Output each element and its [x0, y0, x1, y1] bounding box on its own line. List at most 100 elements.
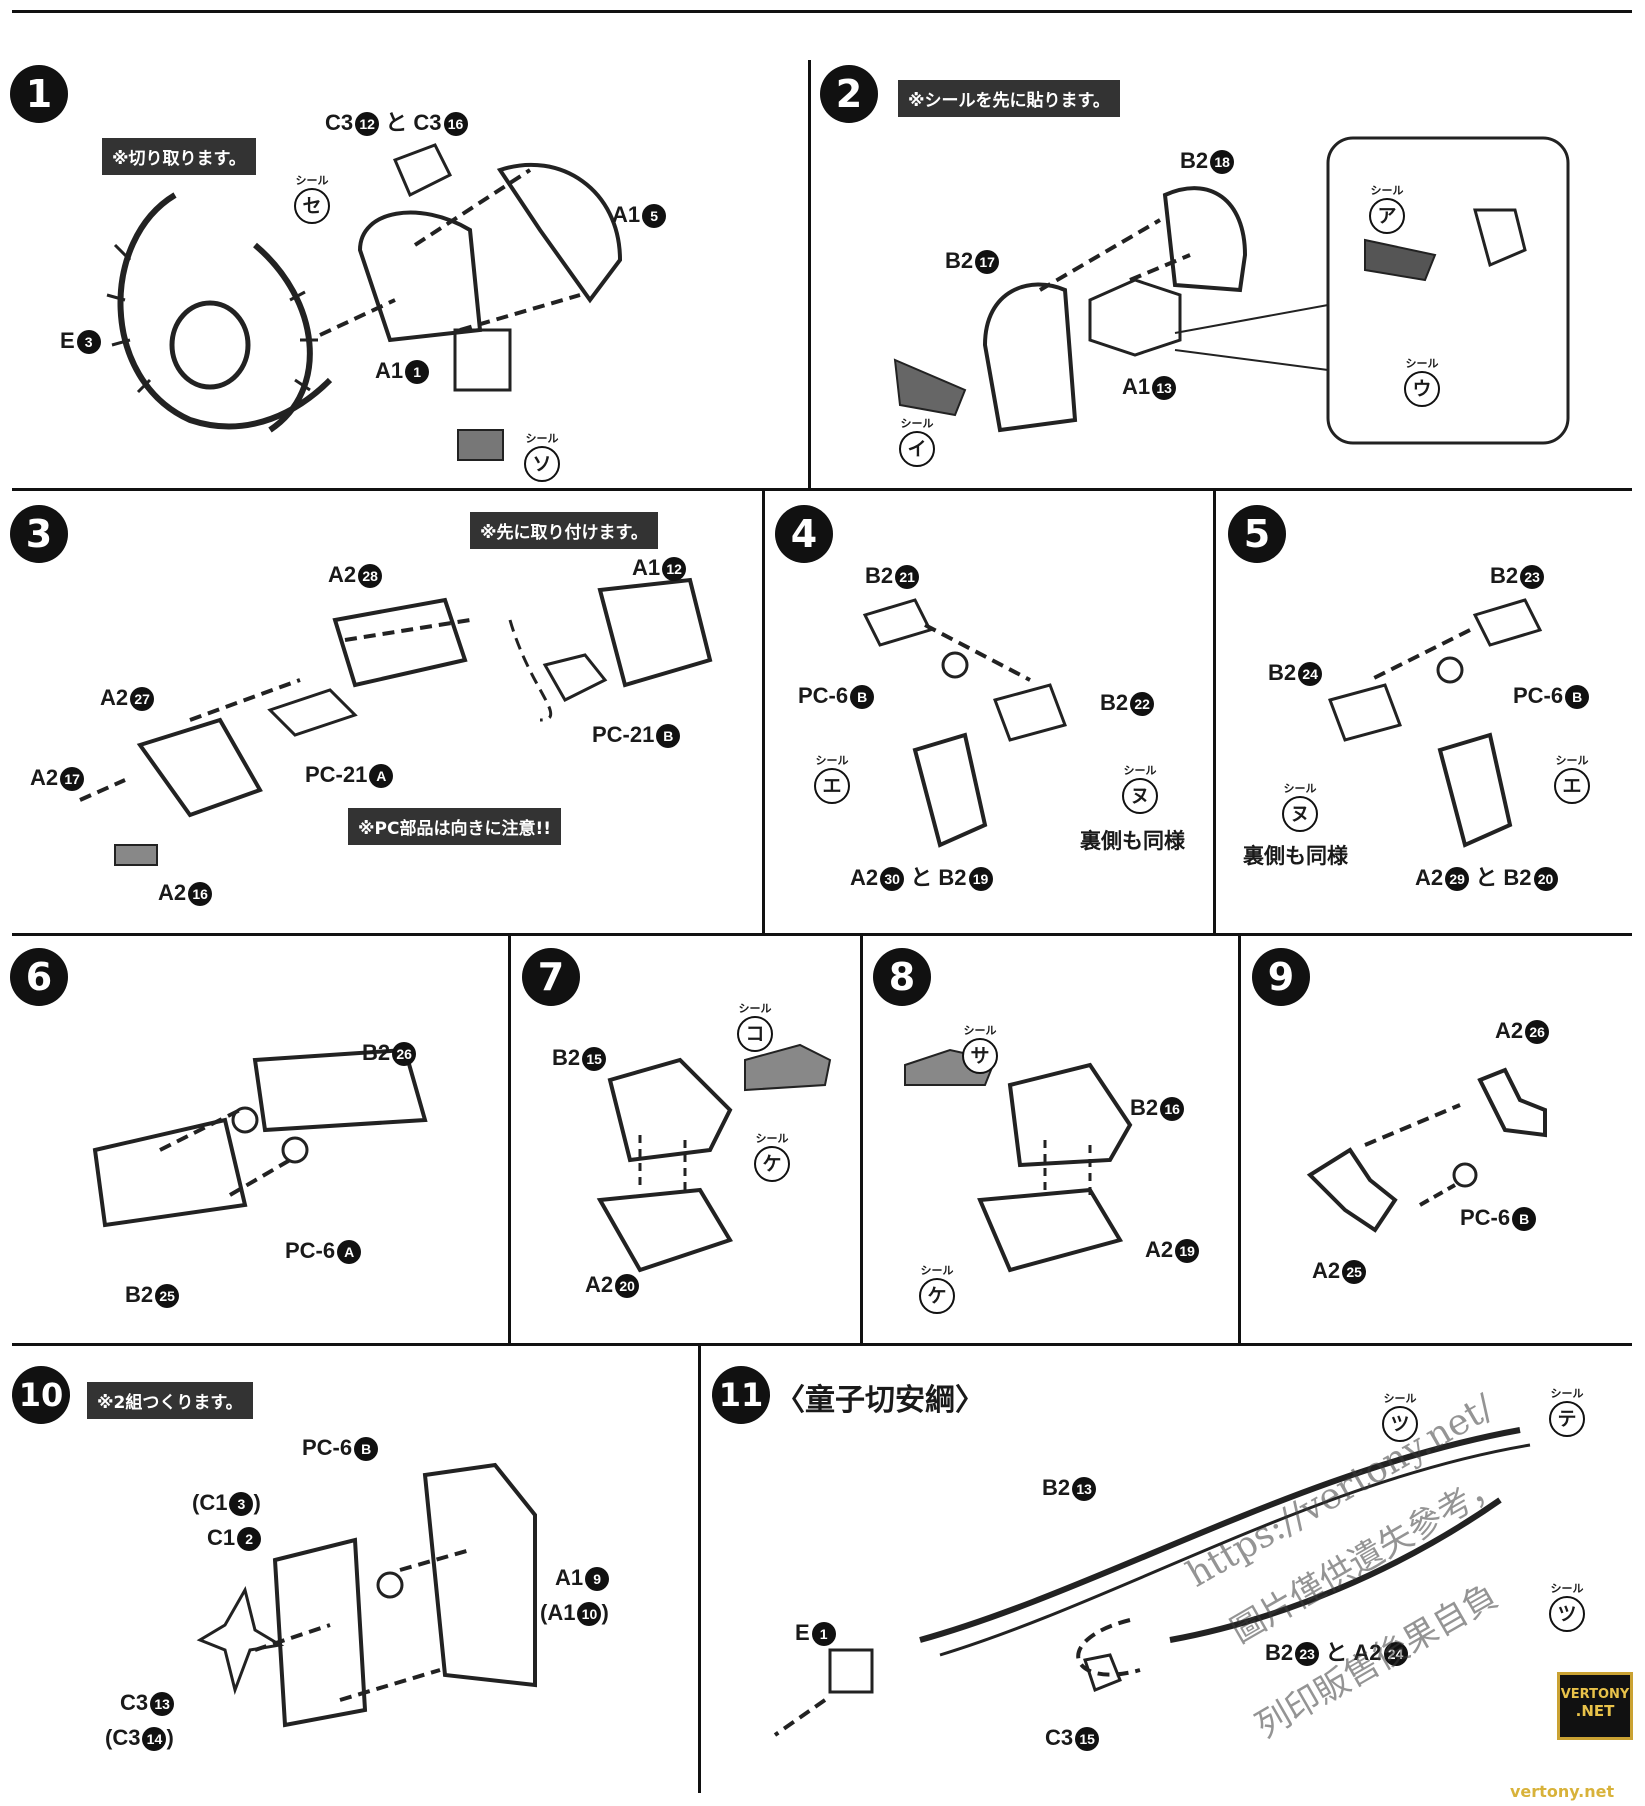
part-number: 16: [188, 882, 213, 907]
part-code: A2: [100, 685, 129, 710]
part-number: 28: [358, 564, 383, 589]
seal-marker: シールケ: [915, 1262, 959, 1314]
seal-caption: シール: [525, 432, 559, 445]
part-number: 24: [1383, 1642, 1408, 1667]
part-code: A2: [1145, 1237, 1174, 1262]
part-code: (C3: [105, 1725, 141, 1750]
paren: ): [166, 1725, 174, 1750]
part-code: PC-6: [1460, 1205, 1511, 1230]
part-code: C3: [413, 110, 442, 135]
part-number: 22: [1130, 692, 1155, 717]
seal-marker: シールヌ: [1278, 780, 1322, 832]
seal-letter: ツ: [1549, 1596, 1585, 1632]
divider: [808, 60, 811, 490]
seal-marker: シールイ: [895, 415, 939, 467]
part-number: 25: [155, 1284, 180, 1309]
logo-text-top: VERTONY: [1560, 1687, 1630, 1702]
part-number: B: [656, 724, 681, 749]
seal-letter: コ: [737, 1016, 773, 1052]
seal-caption: シール: [738, 1002, 772, 1015]
part-number: 13: [1072, 1477, 1097, 1502]
part-number: 23: [1295, 1642, 1320, 1667]
part-code: (C1: [192, 1490, 228, 1515]
part-number: 27: [130, 687, 155, 712]
part-code: E: [60, 328, 75, 353]
part-number: 17: [975, 250, 1000, 275]
part-number: 24: [1298, 662, 1323, 687]
part-code: B2: [1503, 865, 1532, 890]
seal-letter: エ: [1554, 768, 1590, 804]
part-code: PC-21: [305, 762, 368, 787]
part-code: B2: [1042, 1475, 1071, 1500]
note-label: ※2組つくります。: [87, 1382, 253, 1419]
part-code: PC-6: [285, 1238, 336, 1263]
conjunction: と: [1325, 1640, 1348, 1665]
part-number: 19: [968, 867, 993, 892]
part-code: B2: [865, 563, 894, 588]
step-number: 3: [10, 505, 68, 563]
paren: ): [601, 1600, 609, 1625]
seal-caption: シール: [900, 417, 934, 430]
part-code: E: [795, 1620, 810, 1645]
part-code: B2: [125, 1282, 154, 1307]
part-code: A2: [1415, 865, 1444, 890]
part-number: 10: [577, 1602, 602, 1627]
step-number: 2: [820, 65, 878, 123]
part-code: A1: [1122, 374, 1151, 399]
seal-marker: シールサ: [958, 1022, 1002, 1074]
part-code: B2: [1180, 148, 1209, 173]
part-code: A1: [612, 202, 641, 227]
part-number: 13: [1152, 376, 1177, 401]
conjunction: と: [385, 110, 408, 135]
divider: [860, 933, 863, 1343]
part-number: 3: [229, 1492, 254, 1517]
part-number: 19: [1175, 1239, 1200, 1264]
part-number: A: [337, 1240, 362, 1265]
divider: [762, 488, 765, 933]
part-code: PC-6: [798, 683, 849, 708]
seal-marker: シールア: [1365, 182, 1409, 234]
part-code: A2: [30, 765, 59, 790]
part-code: A2: [1353, 1640, 1382, 1665]
part-number: 20: [615, 1274, 640, 1299]
part-code: A2: [158, 880, 187, 905]
part-code: A2: [1312, 1258, 1341, 1283]
logo-text-bottom: .NET: [1575, 1702, 1615, 1720]
part-code: A1: [555, 1565, 584, 1590]
step-number: 6: [10, 948, 68, 1006]
seal-marker: シールセ: [290, 172, 334, 224]
part-code: A1: [632, 555, 661, 580]
part-number: 16: [443, 112, 468, 137]
part-number: 30: [880, 867, 905, 892]
seal-letter: ヌ: [1282, 796, 1318, 832]
divider: [12, 1343, 1632, 1346]
part-code: B2: [938, 865, 967, 890]
note-label: ※PC部品は向きに注意!!: [348, 808, 561, 845]
seal-letter: ヌ: [1122, 778, 1158, 814]
seal-letter: エ: [814, 768, 850, 804]
part-number: A: [369, 764, 394, 789]
top-border: [12, 10, 1632, 13]
part-code: B2: [362, 1040, 391, 1065]
seal-caption: シール: [815, 754, 849, 767]
